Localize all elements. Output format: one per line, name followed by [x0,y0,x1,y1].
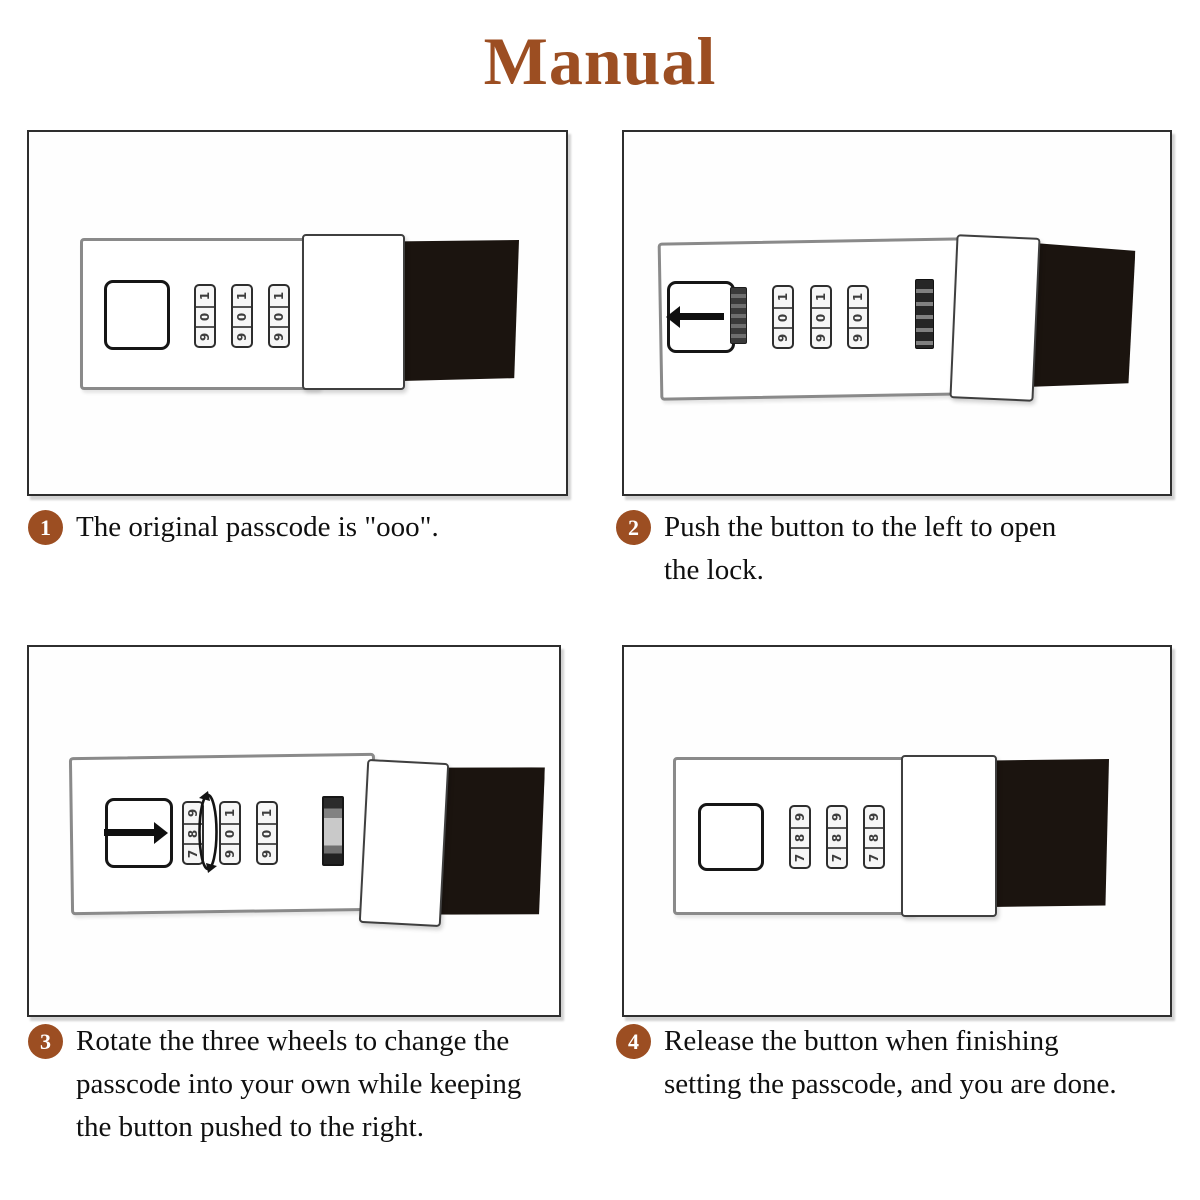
wheel-digit: 9 [866,812,881,822]
step-1-caption: 1 The original passcode is "ooo". [28,506,558,549]
code-wheel: 1 0 9 [810,285,832,349]
strap [991,759,1109,907]
code-wheel: 1 0 9 [256,801,278,865]
code-wheel: 9 8 7 [789,805,811,869]
slider-cover [302,234,405,390]
step-text: Release the button when finishing settin… [664,1020,1117,1106]
step-number-badge: 4 [616,1024,651,1059]
step-2-caption: 2 Push the button to the left to open th… [616,506,1186,592]
wheel-digit: 1 [850,292,865,302]
code-wheel: 1 0 9 [219,801,241,865]
wheel-digit: 0 [197,312,212,322]
slider-cover [901,755,997,917]
slider-cover [949,234,1041,402]
lock-button [104,798,173,868]
wheel-digit: 9 [792,812,807,822]
step-3-caption: 3 Rotate the three wheels to change the … [28,1020,568,1149]
step-number-badge: 3 [28,1024,63,1059]
latch-pin [915,279,934,349]
wheel-digit: 7 [829,853,844,863]
code-wheel: 1 0 9 [847,285,869,349]
wheel-digit: 1 [234,291,249,301]
panel-step-3: 9 8 7 1 0 9 1 0 9 [27,645,561,1017]
wheel-digit: 9 [775,333,790,343]
wheel-digit: 1 [197,291,212,301]
strap [1030,243,1136,389]
step-text-line: setting the passcode, and you are done. [664,1068,1117,1100]
wheel-digit: 9 [197,332,212,342]
wheel-digit: 9 [259,849,274,859]
wheel-digit: 0 [259,829,274,839]
step-text-line: Push the button to the left to open [664,511,1057,543]
panel-step-2: 1 0 9 1 0 9 1 0 9 [622,130,1172,496]
step-text-line: the button pushed to the right. [76,1111,424,1143]
page-title: Manual [483,23,717,99]
wheel-digit: 9 [222,849,237,859]
wheel-digit: 8 [829,833,844,843]
wheel-digit: 9 [813,333,828,343]
code-wheel: 1 0 9 [772,285,794,349]
code-wheel: 1 0 9 [231,284,253,348]
panel-step-4: 9 8 7 9 8 7 9 8 7 [622,645,1172,1017]
step-text-line: Release the button when finishing [664,1025,1059,1057]
step-text-line: Rotate the three wheels to change the [76,1025,510,1057]
strap [400,240,519,381]
wheel-digit: 1 [813,292,828,302]
rotation-arrow-icon [198,791,218,873]
wheel-digit: 7 [866,853,881,863]
wheel-digit: 0 [234,312,249,322]
wheel-digit: 7 [792,853,807,863]
lock-button [104,280,170,350]
step-text: Rotate the three wheels to change the pa… [76,1020,521,1149]
step-number-badge: 2 [616,510,651,545]
step-text-line: passcode into your own while keeping [76,1068,522,1100]
wheel-digit: 9 [850,333,865,343]
lock-button [666,281,735,353]
step-text: Push the button to the left to open the … [664,506,1056,592]
wheel-digit: 9 [234,332,249,342]
wheel-digit: 0 [775,313,790,323]
wheel-digit: 0 [271,312,286,322]
wheel-digit: 1 [222,808,237,818]
wheel-digit: 0 [813,313,828,323]
wheel-digit: 1 [271,291,286,301]
step-text-line: the lock. [664,554,764,586]
step-number-badge: 1 [28,510,63,545]
button-spring [730,287,747,344]
wheel-digit: 9 [829,812,844,822]
code-wheel: 9 8 7 [863,805,885,869]
step-text-line: The original passcode is "ooo". [76,511,439,543]
code-wheel: 9 8 7 [182,801,204,865]
arrow-left-icon [666,305,724,328]
step-text: The original passcode is "ooo". [76,506,439,549]
step-4-caption: 4 Release the button when finishing sett… [616,1020,1196,1106]
panel-step-1: 1 0 9 1 0 9 1 0 9 [27,130,568,496]
wheel-digit: 8 [792,833,807,843]
wheel-digit: 1 [259,808,274,818]
latch-pin [322,796,344,866]
slider-cover [358,758,450,928]
strap [438,765,545,918]
wheel-digit: 9 [271,332,286,342]
wheel-digit: 1 [775,292,790,302]
wheel-digit: 0 [850,313,865,323]
lock-button [698,803,764,871]
wheel-digit: 0 [222,829,237,839]
code-wheel: 1 0 9 [268,284,290,348]
wheel-digit: 8 [866,833,881,843]
code-wheel: 1 0 9 [194,284,216,348]
arrow-right-icon [104,821,168,844]
code-wheel: 9 8 7 [826,805,848,869]
